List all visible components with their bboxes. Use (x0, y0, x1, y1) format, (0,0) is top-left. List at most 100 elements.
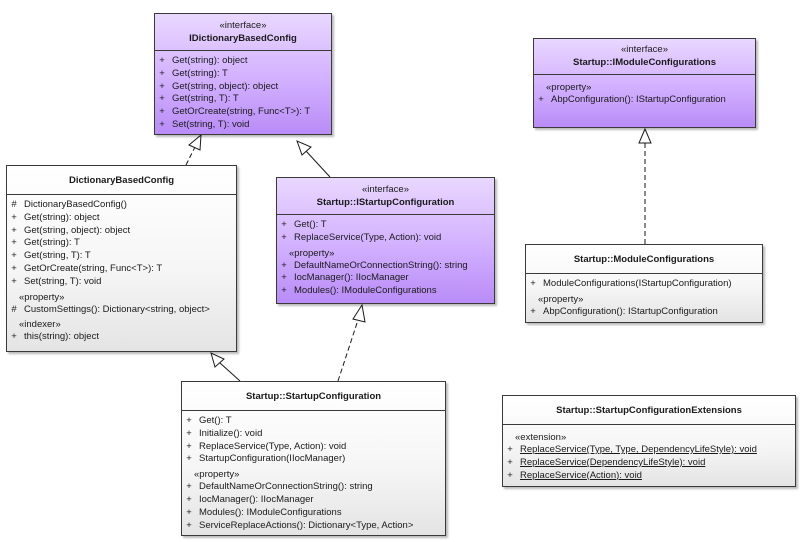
member-signature: Get(string, object): object (24, 224, 131, 236)
class-moduleconfigurations[interactable]: Startup::ModuleConfigurations + ModuleCon… (525, 244, 763, 323)
class-startupconfigurationextensions[interactable]: Startup::StartupConfigurationExtensions … (502, 395, 796, 487)
member-signature: ServiceReplaceActions(): Dictionary<Type… (199, 519, 414, 531)
realization-moduleconfigurations-to-imoduleconfigurations (638, 127, 652, 244)
class-header: Startup::ModuleConfigurations (526, 245, 762, 274)
member-signature: StartupConfiguration(IIocManager) (199, 453, 346, 465)
member: + DefaultNameOrConnectionString(): string (277, 260, 494, 273)
member: +ReplaceService(Type, Action): void (277, 232, 494, 245)
member-signature: Modules(): IModuleConfigurations (199, 506, 342, 518)
member-list: «extension» + ReplaceService(Type, Type, … (503, 425, 795, 482)
member: + Get(string): object (7, 212, 236, 225)
member-signature: GetOrCreate(string, Func<T>): T (172, 106, 311, 118)
extension-section-label: «extension» (515, 432, 567, 443)
class-header: Startup::StartupConfigurationExtensions (503, 396, 795, 425)
member-list: #DictionaryBasedConfig() +Get(string): o… (7, 195, 236, 344)
member: +IocManager(): IIocManager (182, 494, 445, 507)
visibility-marker: + (507, 469, 513, 481)
member: +Get(): T (182, 415, 445, 428)
class-startupconfiguration[interactable]: Startup::StartupConfiguration +Get(): T … (181, 381, 446, 536)
stereotype-label: «interface» (361, 183, 409, 195)
class-name: Startup::ModuleConfigurations (573, 253, 715, 265)
visibility-marker: + (11, 262, 17, 274)
member-signature: ReplaceService(Action): void (520, 469, 642, 481)
visibility-marker: + (530, 305, 536, 317)
member-signature: Get(): T (294, 219, 327, 230)
visibility-marker: + (11, 250, 17, 262)
member-list: +Get(): T +Initialize(): void +ReplaceSe… (182, 411, 445, 532)
member: +IocManager(): IIocManager (277, 272, 494, 285)
visibility-marker: + (281, 231, 287, 243)
member: + GetOrCreate(string, Func<T>): T (7, 263, 236, 276)
member-signature: Get(): T (199, 415, 232, 426)
class-dictionarybasedconfig[interactable]: DictionaryBasedConfig #DictionaryBasedCo… (6, 165, 237, 352)
class-istartupconfiguration[interactable]: «interface» Startup::IStartupConfigurati… (276, 177, 495, 304)
class-name: DictionaryBasedConfig (68, 174, 175, 186)
indexer-section-label: «indexer» (19, 319, 61, 331)
member-signature: Set(string, T): void (24, 275, 102, 287)
member-signature: ReplaceService(Type, Type, DependencyLif… (520, 444, 757, 455)
member: +Get(string, T): T (155, 93, 331, 106)
member-signature: Initialize(): void (199, 427, 263, 439)
visibility-marker: + (159, 55, 165, 66)
member: #CustomSettings(): Dictionary<string, ob… (7, 304, 236, 317)
member-signature: Get(string): T (24, 237, 80, 249)
visibility-marker: # (11, 303, 17, 315)
class-imoduleconfigurations[interactable]: «interface» Startup::IModuleConfiguratio… (533, 38, 756, 128)
visibility-marker: + (159, 93, 165, 105)
visibility-marker: + (281, 285, 287, 297)
stereotype-label: «interface» (219, 19, 267, 31)
property-section-label: «property» (19, 291, 65, 303)
member-signature: IocManager(): IIocManager (199, 493, 314, 505)
visibility-marker: + (159, 118, 165, 130)
visibility-marker: + (507, 456, 513, 468)
visibility-marker: + (530, 278, 536, 289)
visibility-marker: + (507, 444, 513, 455)
member: + ReplaceService(Action): void (503, 470, 795, 483)
visibility-marker: + (159, 67, 165, 79)
member: +AbpConfiguration(): IStartupConfigurati… (534, 94, 755, 107)
member: + Get(string, object): object (7, 225, 236, 238)
stereotype-label: «interface» (620, 44, 668, 55)
property-section-label: «property» (538, 293, 584, 305)
class-name: Startup::IModuleConfigurations (572, 57, 716, 68)
member-signature: Get(string): T (172, 67, 228, 79)
member: +Get(string, T): T (7, 250, 236, 263)
visibility-marker: + (186, 519, 192, 531)
visibility-marker: + (11, 275, 17, 287)
member: +Initialize(): void (182, 428, 445, 441)
member-signature: ReplaceService(DependencyLifeStyle): voi… (520, 456, 706, 468)
member-signature: Set(string, T): void (172, 118, 250, 130)
member-signature: ModuleConfigurations(IStartupConfigurati… (543, 278, 732, 289)
member-signature: GetOrCreate(string, Func<T>): T (24, 262, 163, 274)
visibility-marker: + (281, 259, 287, 271)
member-signature: DefaultNameOrConnectionString(): string (294, 259, 468, 271)
class-idictionarybasedconfig[interactable]: «interface» IDictionaryBasedConfig +Get(… (154, 13, 332, 135)
visibility-marker: # (11, 199, 17, 210)
property-section-label: «property» (194, 469, 240, 481)
member: + Set(string, T): void (155, 119, 331, 132)
member-signature: Get(string, object): object (172, 80, 279, 92)
member-signature: ReplaceService(Type, Action): void (199, 440, 347, 452)
member: + ReplaceService(Type, Type, DependencyLi… (503, 444, 795, 457)
visibility-marker: + (11, 211, 17, 223)
class-header: «interface» IDictionaryBasedConfig (155, 14, 331, 51)
visibility-marker: + (281, 272, 287, 284)
class-name: IDictionaryBasedConfig (189, 32, 297, 44)
visibility-marker: + (281, 219, 287, 230)
member: + ServiceReplaceActions(): Dictionary<Typ… (182, 520, 445, 533)
member: + Get(string, object): object (155, 81, 331, 94)
visibility-marker: + (11, 224, 17, 236)
member: +AbpConfiguration(): IStartupConfigurati… (526, 306, 762, 319)
member: + Get(string): T (155, 68, 331, 81)
member-signature: Get(string): object (24, 211, 100, 223)
member: +StartupConfiguration(IIocManager) (182, 453, 445, 466)
class-header: «interface» Startup::IModuleConfiguratio… (534, 39, 755, 75)
class-name: Startup::StartupConfiguration (245, 390, 382, 402)
visibility-marker: + (186, 481, 192, 493)
member: +Modules(): IModuleConfigurations (182, 507, 445, 520)
visibility-marker: + (159, 80, 165, 92)
visibility-marker: + (11, 331, 17, 343)
member: +this(string): object (7, 331, 236, 344)
